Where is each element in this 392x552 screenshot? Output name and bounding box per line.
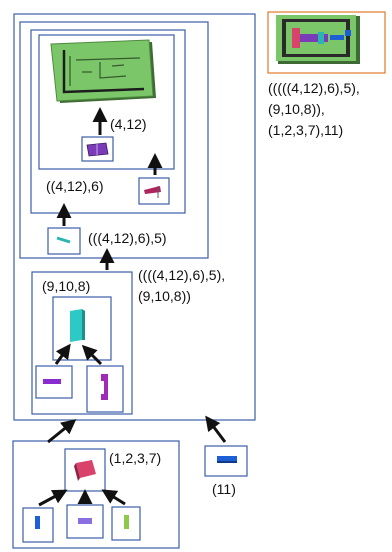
frame-subassembly-9-10-8 xyxy=(31,271,133,415)
label-final-line2: (9,10,8)), xyxy=(268,101,325,117)
frame-part-magenta xyxy=(138,177,170,205)
frame-level-3 xyxy=(30,29,186,214)
frame-part-lavender xyxy=(66,504,104,539)
label-4-12: (4,12) xyxy=(110,116,147,132)
part-lime-rod xyxy=(124,515,129,529)
part-teal-rod xyxy=(56,236,71,244)
part-violet-clip xyxy=(101,374,108,400)
frame-level-1-2-3-7 xyxy=(12,440,180,549)
frame-part-11 xyxy=(204,445,248,477)
label-final-line3: (1,2,3,7),11) xyxy=(268,122,343,138)
final-assembly-image xyxy=(276,15,360,64)
label-4-12-6-5: (((4,12),6),5) xyxy=(88,230,167,246)
arrow-base-to-main xyxy=(47,419,77,444)
label-9-10-8: (9,10,8) xyxy=(42,278,90,294)
label-11: (11) xyxy=(212,481,236,497)
part-blue-rod xyxy=(35,516,40,529)
part-lavender-bar xyxy=(78,518,92,524)
label-4-12-6: ((4,12),6) xyxy=(46,178,104,194)
arrow-part11-to-main xyxy=(205,415,227,443)
frame-part-blue-small xyxy=(22,507,54,543)
label-final-line1: (((((4,12),6),5), xyxy=(268,80,360,96)
part-magenta-wedge xyxy=(144,186,161,194)
board-4-12-image xyxy=(50,39,156,103)
part-purple-bar xyxy=(43,379,61,384)
part-teal-block xyxy=(70,309,85,342)
frame-part-violet-clip xyxy=(86,365,124,413)
frame-final-assembly xyxy=(267,11,386,74)
frame-part-purple-bar xyxy=(35,365,73,399)
frame-part-lime xyxy=(111,506,141,541)
frame-level-5 xyxy=(13,13,256,421)
label-1-2-3-7: (1,2,3,7) xyxy=(109,450,161,466)
arrow-clip-to-teal xyxy=(81,344,103,366)
arrow-purple-bar-to-teal xyxy=(54,343,71,365)
part-purple-block xyxy=(86,142,109,157)
part-11-blue-bar xyxy=(217,456,237,463)
frame-part-4-12-inner xyxy=(81,136,114,162)
part-pink-cube xyxy=(74,460,96,481)
label-subassembly-line1: ((((4,12),6),5), xyxy=(138,267,225,283)
frame-part-teal-small xyxy=(47,227,81,255)
label-subassembly-line2: (9,10,8)) xyxy=(138,288,191,304)
frame-level-2 xyxy=(38,34,175,170)
arrow-lime-to-cube xyxy=(101,489,126,506)
arrow-blue-to-cube xyxy=(38,489,68,507)
